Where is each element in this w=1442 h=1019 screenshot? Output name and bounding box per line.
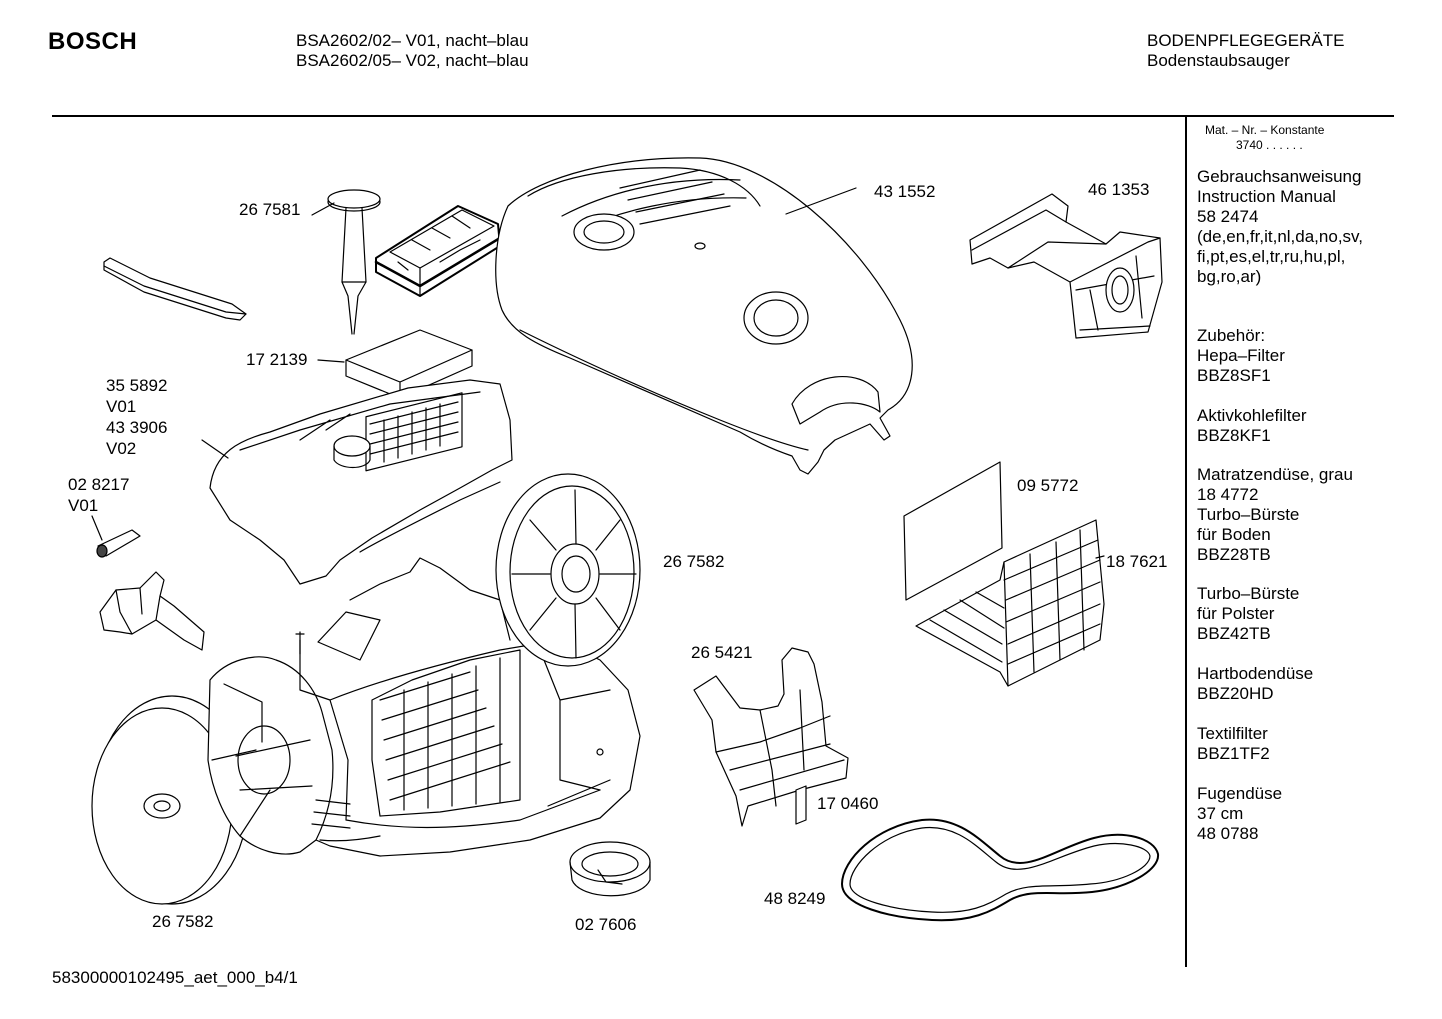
part-label-431552: 43 1552: [874, 182, 936, 201]
sidebar-divider: [1185, 117, 1187, 967]
cable-reel-cap: [570, 842, 650, 896]
sidebar-line: fi,pt,es,el,tr,ru,hu,pl,: [1197, 247, 1346, 266]
seal-strip: [104, 258, 246, 320]
sidebar-line: BBZ8KF1: [1197, 426, 1271, 445]
fixing-pin: [328, 190, 380, 334]
category-line-1: BODENPFLEGEGERÄTE: [1147, 31, 1345, 50]
part-label-461353: 46 1353: [1088, 180, 1150, 199]
leader-028217: [92, 516, 102, 540]
hose-bracket: [100, 572, 204, 650]
sidebar-line: 37 cm: [1197, 804, 1244, 823]
spacer-plate: [796, 786, 806, 824]
part-label-095772: 09 5772: [1017, 476, 1079, 495]
sidebar-line: Hartbodendüse: [1197, 664, 1314, 683]
sidebar-line: Turbo–Bürste: [1197, 505, 1300, 524]
leader-lines: [202, 188, 1104, 558]
sidebar-line: BBZ28TB: [1197, 545, 1271, 564]
sidebar-line: 58 2474: [1197, 207, 1259, 226]
sidebar-line: BBZ20HD: [1197, 684, 1274, 703]
brand-logo: BOSCH: [48, 28, 138, 55]
dust-bag: [970, 194, 1162, 338]
filter-grid-frame: [916, 520, 1104, 686]
mat-nr-value: 3740 . . . . . .: [1236, 138, 1303, 152]
header-divider: [52, 115, 1394, 117]
document-id: 58300000102495_aet_000_b4/1: [52, 968, 298, 987]
part-label-028217-variant: V01: [68, 496, 99, 515]
pivot-pin: [97, 530, 140, 557]
part-label-028217: 02 8217: [68, 475, 130, 494]
motor-filter-sheet: [904, 462, 1002, 600]
part-label-433906: 43 3906: [106, 418, 168, 437]
exploded-view-drawing: [0, 0, 1180, 1019]
part-label-027606: 02 7606: [575, 915, 637, 934]
part-label-267581: 26 7581: [239, 200, 301, 219]
model-line-2: BSA2602/05– V02, nacht–blau: [296, 51, 529, 70]
bag-holder-frame: [694, 648, 848, 826]
sidebar-line: bg,ro,ar): [1197, 267, 1262, 286]
part-label-267582-right: 26 7582: [663, 552, 725, 571]
mat-nr-label: Mat. – Nr. – Konstante: [1205, 123, 1325, 137]
part-label-433906-variant: V02: [106, 439, 137, 458]
sidebar-line: BBZ8SF1: [1197, 366, 1271, 385]
sidebar-line: für Polster: [1197, 604, 1275, 623]
sidebar-line: Fugendüse: [1197, 784, 1283, 803]
part-label-187621: 18 7621: [1106, 552, 1168, 571]
part-label-488249: 48 8249: [764, 889, 826, 908]
sidebar-line: Matratzendüse, grau: [1197, 465, 1353, 484]
base-body: [208, 558, 640, 856]
model-line-1: BSA2602/02– V01, nacht–blau: [296, 31, 529, 50]
sidebar-line: BBZ1TF2: [1197, 744, 1270, 763]
part-label-265421: 26 5421: [691, 643, 753, 662]
sidebar-line: Hepa–Filter: [1197, 346, 1285, 365]
seal-ring: [842, 820, 1158, 921]
part-label-355892-variant: V01: [106, 397, 137, 416]
filter-cassette: [376, 206, 500, 296]
filter-housing-frame: [210, 380, 512, 584]
cover-housing: [496, 158, 912, 474]
sidebar-line: 48 0788: [1197, 824, 1259, 843]
sidebar-line: (de,en,fr,it,nl,da,no,sv,: [1197, 227, 1363, 246]
part-label-355892: 35 5892: [106, 376, 168, 395]
part-label-170460: 17 0460: [817, 794, 879, 813]
sidebar-line: BBZ42TB: [1197, 624, 1271, 643]
sidebar-line: für Boden: [1197, 525, 1271, 544]
category-line-2: Bodenstaubsauger: [1147, 51, 1290, 70]
sidebar-line: Instruction Manual: [1197, 187, 1336, 206]
part-label-172139: 17 2139: [246, 350, 308, 369]
wheel-right: [496, 474, 640, 666]
sidebar-line: Gebrauchsanweisung: [1197, 167, 1362, 186]
sidebar-line: Turbo–Bürste: [1197, 584, 1300, 603]
sidebar-line: Aktivkohlefilter: [1197, 406, 1307, 425]
sidebar-line: Textilfilter: [1197, 724, 1268, 743]
sidebar-line: Zubehör:: [1197, 326, 1266, 345]
sidebar-line: 18 4772: [1197, 485, 1259, 504]
part-label-267582-left: 26 7582: [152, 912, 214, 931]
